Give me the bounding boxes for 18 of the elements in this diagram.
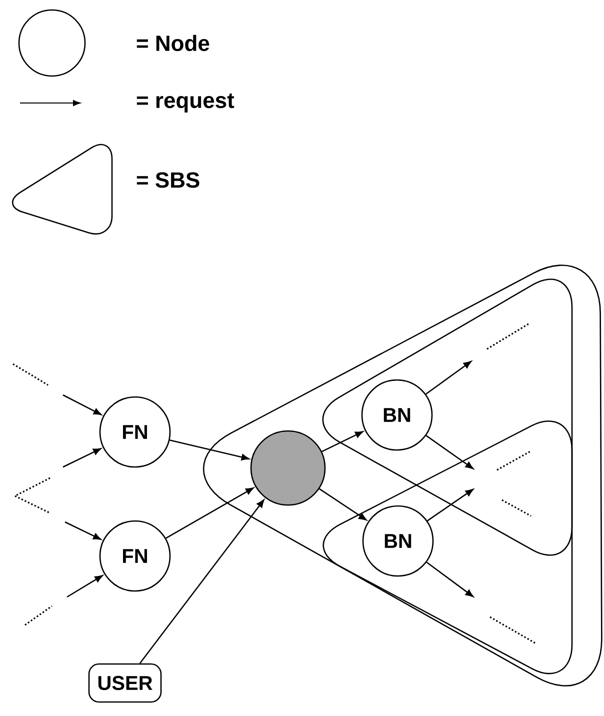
arrow xyxy=(66,575,103,598)
arrow xyxy=(166,487,254,539)
arrow xyxy=(426,562,474,598)
arrow xyxy=(62,448,102,468)
arrow xyxy=(426,435,474,470)
legend-text: = request xyxy=(136,94,234,112)
arrow xyxy=(322,431,364,452)
arrow xyxy=(427,488,474,522)
user-box: USER xyxy=(88,663,162,703)
arrow xyxy=(64,521,102,540)
legend-text: = SBS xyxy=(136,172,200,188)
arrow xyxy=(170,440,250,460)
arrow xyxy=(319,488,367,520)
shaded-node-circle xyxy=(250,430,326,506)
arrow xyxy=(426,360,472,395)
arrow xyxy=(139,500,264,664)
arrow xyxy=(62,394,102,416)
legend-text: = Node xyxy=(136,34,210,52)
